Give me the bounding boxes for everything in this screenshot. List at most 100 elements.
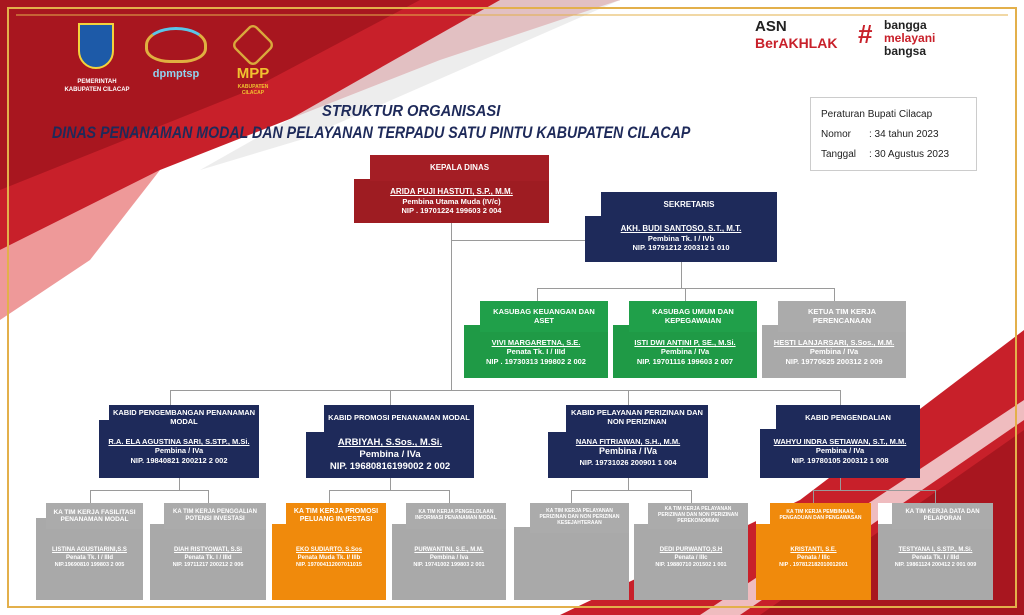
position-title: SEKRETARIS (601, 192, 777, 218)
connector-line (691, 490, 692, 503)
official-rank: Penata / IIIc (674, 554, 708, 561)
mpp-sub: KABUPATEN CILACAP (237, 84, 269, 96)
official-name: ISTI DWI ANTINI P, SE., M.Si. (634, 338, 736, 347)
official-rank: Pembina Tk. I / IVb (647, 234, 715, 243)
official-name: NANA FITRIAWAN, S.H., M.M. (575, 437, 681, 446)
position-title: KASUBAG KEUANGAN DAN ASET (480, 301, 608, 332)
connector-line (170, 390, 171, 405)
box-tab (762, 301, 778, 325)
connector-line (628, 478, 629, 490)
official-nip: NIP.19690810 199803 2 005 (54, 562, 125, 568)
official-rank: Pembina / IVa (154, 446, 204, 456)
official-name: R.A. ELA AGUSTINA SARI, S.STP., M.Si. (108, 437, 250, 446)
position-box[interactable]: KA TIM KERJA PELAYANAN PERIZINAN DAN NON… (634, 503, 748, 600)
position-title: KA TIM KERJA DATA DAN PELAPORAN (892, 503, 993, 529)
connector-line (329, 490, 449, 491)
box-tab (613, 301, 629, 325)
berakhlak-logo: BerAKHLAK (755, 35, 838, 51)
position-box[interactable]: KA TIM KERJA PEMBINAAN, PENGADUAN DAN PE… (756, 503, 871, 600)
official-nip: NIP. 19731026 200901 1 004 (579, 457, 677, 467)
connector-line (451, 223, 452, 390)
position-box[interactable]: KABID PELAYANAN PERIZINAN DAN NON PERIZI… (548, 405, 708, 478)
position-title: KA TIM KERJA PROMOSI PELUANG INVESTASI (286, 503, 386, 529)
official-name: LISTINA AGUSTIARINI,S.S (52, 547, 127, 553)
position-title: KA TIM KERJA PENGELOLAAN INFORMASI PENAN… (406, 503, 506, 529)
box-tab (464, 301, 480, 325)
connector-line (681, 262, 682, 288)
position-box[interactable]: KABID PROMOSI PENANAMAN MODAL ARBIYAH, S.… (306, 405, 474, 478)
bangga-word: bangga (884, 18, 927, 32)
official-rank: Penata Tk. I / IIId (184, 554, 232, 561)
position-title: KABID PELAYANAN PERIZINAN DAN NON PERIZI… (566, 405, 708, 431)
tanggal-value: : 30 Agustus 2023 (869, 149, 950, 160)
bangsa-word: bangsa (884, 44, 927, 58)
official-name: WAHYU INDRA SETIAWAN, S.T., M.M. (773, 437, 907, 446)
connector-line (685, 288, 686, 301)
box-tab (760, 405, 776, 429)
box-tab (306, 405, 324, 432)
position-title: KABID PROMOSI PENANAMAN MODAL (324, 405, 474, 431)
position-box[interactable]: KA TIM KERJA PELAYANAN PERIZINAN DAN NON… (514, 503, 629, 600)
connector-line (208, 490, 209, 503)
position-box[interactable]: KA TIM KERJA DATA DAN PELAPORAN TESTYANA … (878, 503, 993, 600)
box-tab (150, 503, 164, 524)
box-tab (392, 503, 406, 524)
official-rank: Penata Tk. I / IIId (65, 554, 113, 561)
official-name: ARBIYAH, S.Sos., M.Si. (337, 437, 443, 448)
box-tab (272, 503, 286, 524)
position-title: KEPALA DINAS (370, 155, 549, 181)
official-name: PURWANTINI, S.E., M.M. (414, 547, 484, 553)
official-rank: Penata Tk. I / IIId (911, 554, 959, 561)
official-name: KRISTANTI, S.E. (790, 547, 837, 553)
official-nip: NIP. 19780105 200312 1 008 (791, 455, 889, 465)
position-box[interactable]: KEPALA DINAS ARIDA PUJI HASTUTI, S.P., M.… (354, 155, 549, 223)
connector-line (449, 490, 450, 503)
mpp-caption: MPP (236, 65, 270, 82)
position-box[interactable]: KA TIM KERJA PENGGALIAN POTENSI INVESTAS… (150, 503, 266, 600)
position-box[interactable]: KASUBAG UMUM DAN KEPEGAWAIAN ISTI DWI ANT… (613, 301, 757, 378)
connector-line (813, 490, 935, 491)
official-rank: Pembina / IVa (359, 448, 421, 460)
position-box[interactable]: KABID PENGENDALIAN WAHYU INDRA SETIAWAN, … (760, 405, 920, 478)
connector-line (451, 240, 585, 241)
position-title: KASUBAG UMUM DAN KEPEGAWAIAN (629, 301, 757, 332)
official-nip: NIP . 19701224 199603 2 004 (401, 206, 502, 216)
position-box[interactable]: KA TIM KERJA PENGELOLAAN INFORMASI PENAN… (392, 503, 506, 600)
official-rank: Pembina Utama Muda (IV/c) (402, 197, 501, 206)
box-tab (354, 155, 370, 179)
position-title: KABID PENGENDALIAN (776, 405, 920, 431)
connector-line (935, 490, 936, 503)
official-nip: NIP. 19741002 199803 2 001 (413, 562, 485, 568)
official-name: TESTYANA I, S.STP., M.Si. (898, 547, 973, 553)
official-name: ARIDA PUJI HASTUTI, S.P., M.M. (390, 187, 513, 196)
box-tab (514, 503, 530, 527)
pemkab-caption: PEMERINTAH KABUPATEN CILACAP (64, 79, 130, 93)
box-tab (756, 503, 770, 524)
official-nip: NIP. 19861124 200412 2 001 009 (894, 562, 977, 568)
nomor-value: : 34 tahun 2023 (869, 129, 939, 140)
official-rank: Pembina / IVa (809, 347, 859, 357)
connector-line (390, 390, 391, 405)
connector-line (840, 390, 841, 405)
official-nip: NIP. 19791212 200312 1 010 (632, 243, 730, 253)
official-nip: NIP. 19701116 199603 2 007 (636, 356, 734, 366)
pemkab-cilacap-logo (78, 23, 114, 69)
position-title: KA TIM KERJA PELAYANAN PERIZINAN DAN NON… (648, 503, 748, 529)
position-title: KA TIM KERJA PELAYANAN PERIZINAN DAN NON… (530, 503, 629, 533)
official-nip: NIP. 19770625 200312 2 009 (785, 356, 883, 366)
box-tab (878, 503, 892, 524)
dpmptsp-caption: dpmptsp (152, 68, 200, 80)
connector-line (571, 490, 572, 503)
connector-line (628, 390, 629, 405)
official-rank: Pembina / IVa (815, 446, 865, 456)
page-subtitle: DINAS PENANAMAN MODAL DAN PELAYANAN TERP… (52, 124, 691, 142)
official-rank: Penata / IIIc (796, 554, 830, 561)
hashtag-icon: # (858, 19, 873, 49)
connector-line (571, 490, 691, 491)
